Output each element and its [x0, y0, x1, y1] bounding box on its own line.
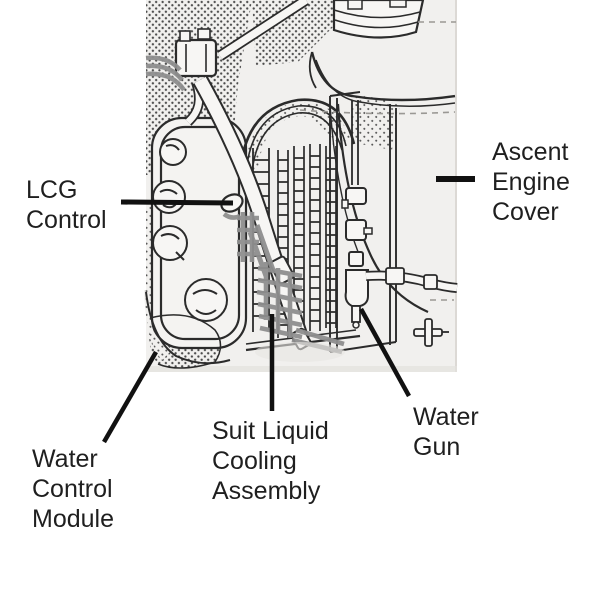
leader-lcg-control: [120, 199, 234, 206]
scan-bottom-smudge: [146, 366, 457, 372]
water-gun-drawing: [329, 91, 397, 353]
label-suit-liquid-cooling-assembly: Suit Liquid Cooling Assembly: [212, 417, 329, 505]
leader-water-gun: [359, 307, 411, 398]
label-ascent-engine-cover: Ascent Engine Cover: [492, 138, 570, 226]
leader-water-control-module: [102, 350, 158, 444]
ascent-engine-cover-drawing: [299, 0, 456, 314]
label-water-control-module: Water Control Module: [32, 445, 114, 533]
label-lcg-control: LCG Control: [26, 176, 107, 234]
label-water-gun: Water Gun: [413, 403, 479, 461]
gray-highlights: [145, 55, 345, 355]
leader-lines: [102, 176, 475, 444]
cross-fitting: [413, 318, 449, 347]
panel-knobs: [152, 138, 228, 322]
floor-shading: [255, 342, 345, 362]
water-hose: [365, 267, 458, 293]
